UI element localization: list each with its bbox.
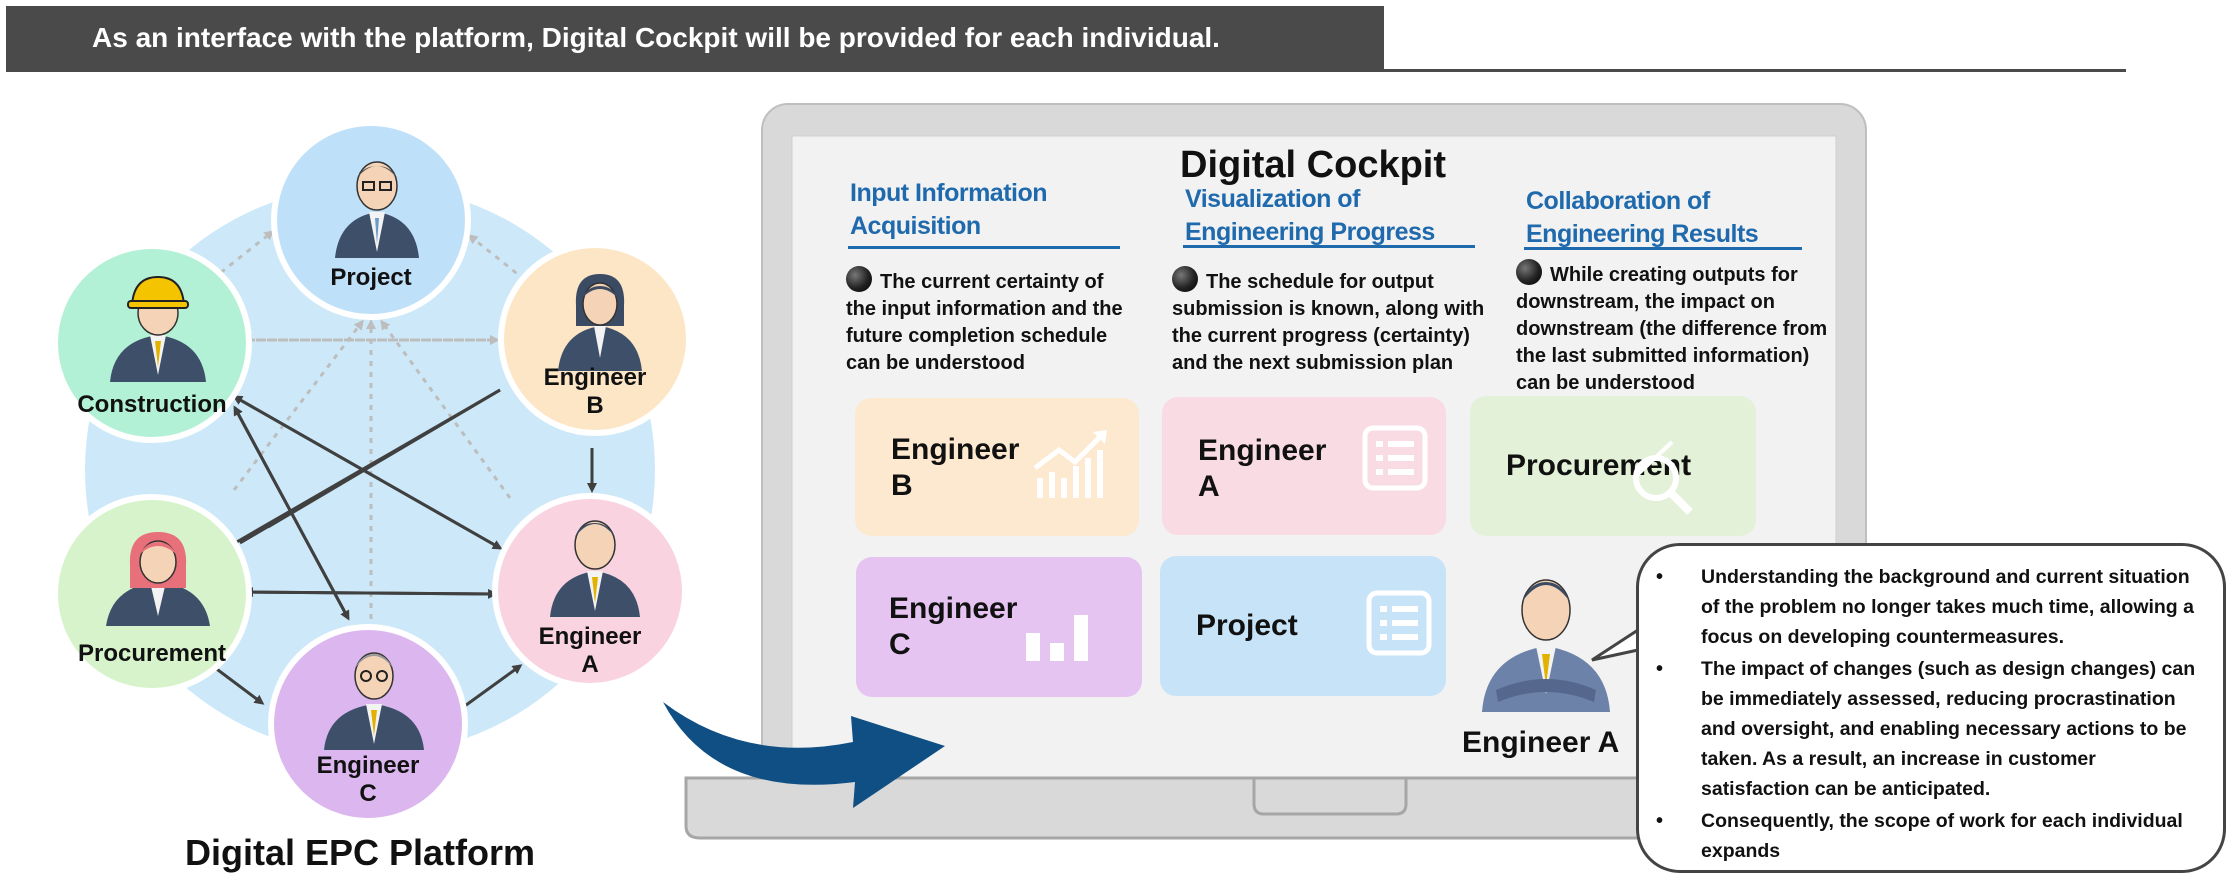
card-engineer-c[interactable]: Engineer C — [856, 557, 1142, 697]
engineer-woman-icon — [558, 274, 642, 371]
worker-icon — [110, 275, 206, 382]
card-label: Project — [1196, 609, 1298, 642]
card-procurement[interactable]: Procurement — [1470, 396, 1756, 536]
callout-box: Understanding the background and current… — [1636, 543, 2226, 873]
card-engineer-b[interactable]: Engineer B — [855, 398, 1139, 536]
card-label: Engineer C — [889, 592, 1018, 661]
bullet-icon — [1516, 259, 1542, 285]
node-label: Procurement — [77, 640, 227, 667]
chart-line-icon — [1033, 430, 1107, 498]
search-icon — [1633, 440, 1693, 515]
node-construction: Construction — [52, 243, 252, 443]
node-label: Project — [330, 264, 412, 291]
person-icon — [324, 652, 424, 750]
person-icon — [550, 520, 640, 617]
card-engineer-a[interactable]: Engineer A — [1162, 397, 1446, 535]
card-project[interactable]: Project — [1160, 556, 1446, 696]
card-label: Engineer A — [1198, 434, 1327, 503]
column-title: Input Information Acquisition — [850, 179, 1048, 240]
column-description: While creating outputs for downstream, t… — [1516, 259, 1834, 397]
bullet-icon — [1172, 266, 1198, 292]
person-icon — [335, 161, 419, 258]
callout-item: The impact of changes (such as design ch… — [1639, 654, 2209, 804]
bullet-icon — [846, 266, 872, 292]
node-procurement: Procurement — [52, 494, 252, 694]
callout-item: Consequently, the scope of work for each… — [1639, 806, 2209, 866]
column-underline — [1183, 245, 1475, 248]
list-icon — [1366, 590, 1432, 656]
node-engineer-a: Engineer A — [492, 493, 688, 689]
column-title: Visualization of Engineering Progress — [1185, 185, 1435, 246]
engineer-a-figure — [1482, 579, 1610, 712]
header-title: As an interface with the platform, Digit… — [92, 22, 1220, 53]
column-description: The current certainty of the input infor… — [846, 266, 1136, 377]
header-underline — [1384, 69, 2126, 72]
node-label: Construction — [77, 391, 227, 418]
node-engineer-c: Engineer C — [268, 624, 468, 824]
column-underline — [848, 246, 1120, 249]
node-label: Engineer B — [543, 364, 647, 419]
column-description: The schedule for output submission is kn… — [1172, 266, 1492, 377]
engineer-a-label: Engineer A — [1462, 726, 1620, 759]
card-label: Engineer B — [891, 433, 1020, 502]
woman-icon — [106, 532, 210, 626]
column-underline — [1524, 247, 1802, 250]
header-banner — [6, 6, 1384, 72]
callout-item: Understanding the background and current… — [1639, 562, 2209, 652]
node-engineer-b: Engineer B — [498, 242, 692, 436]
node-label: Engineer C — [316, 752, 420, 807]
transition-arrow — [663, 702, 945, 808]
cockpit-title: Digital Cockpit — [1180, 144, 1447, 186]
node-project: Project — [271, 120, 471, 320]
platform-title: Digital EPC Platform — [184, 832, 536, 873]
callout-list: Understanding the background and current… — [1639, 562, 2223, 866]
column-title: Collaboration of Engineering Results — [1526, 187, 1759, 248]
list-icon — [1362, 425, 1428, 491]
bar-chart-icon — [1026, 615, 1088, 661]
node-label: Engineer A — [538, 623, 642, 678]
